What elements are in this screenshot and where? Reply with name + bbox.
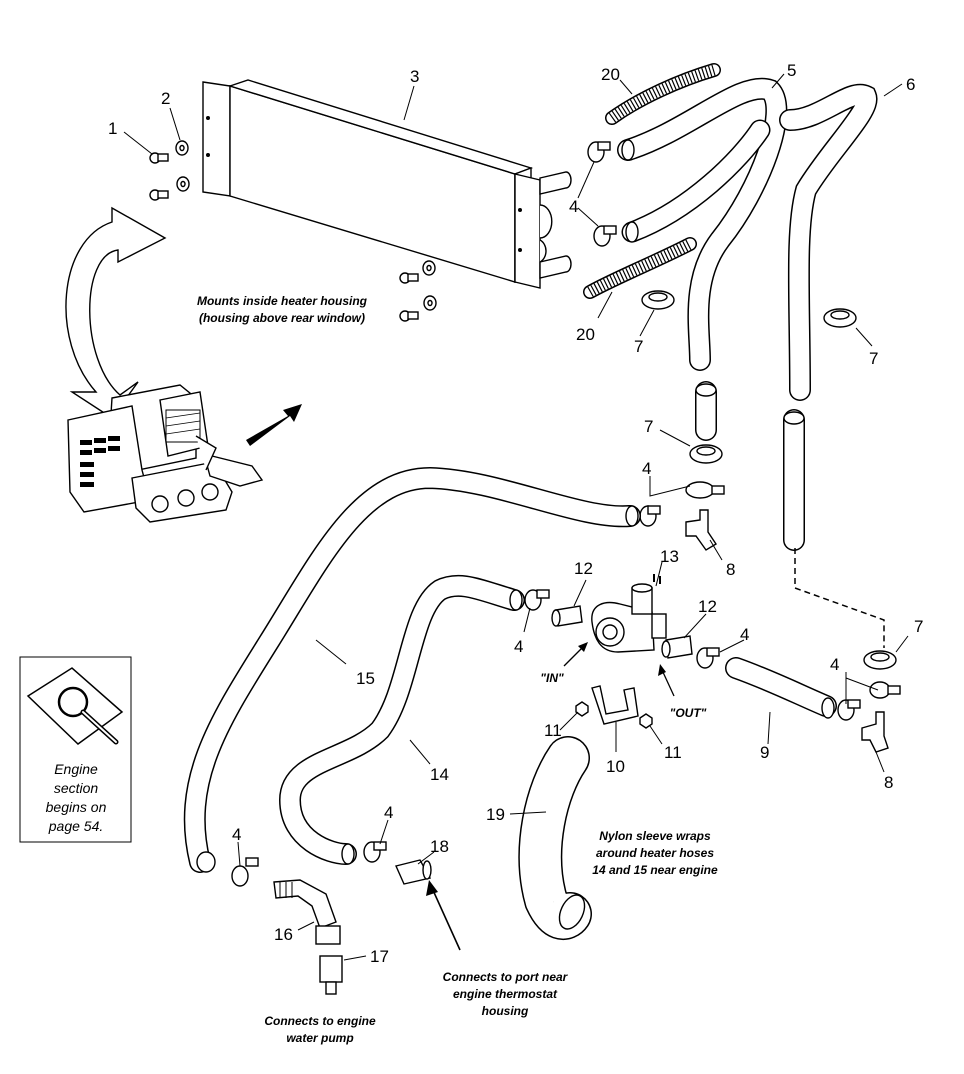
label-4-f: 4 [232,825,241,844]
nylon-note-line2: around heater hoses [596,846,714,860]
label-11-a: 11 [544,721,562,740]
nylon-note-line1: Nylon sleeve wraps [599,829,711,843]
magnifier-document-icon [26,667,124,745]
label-17: 17 [370,947,389,966]
label-3: 3 [410,67,419,86]
callout-line1: Engine [54,761,98,777]
label-4-b: 4 [642,459,651,478]
flow-arrows [426,642,675,951]
out-label: "OUT" [670,706,707,720]
curved-fitting [273,879,341,945]
hose-14 [278,574,525,865]
hose-clamps [231,141,901,887]
thermostat-note-line3: housing [482,1004,529,1018]
callout-line3: begins on [46,799,107,815]
compact-track-loader-illustration [67,384,264,523]
label-5: 5 [787,61,796,80]
in-label: "IN" [540,671,564,685]
label-18: 18 [430,837,449,856]
label-8-b: 8 [884,773,893,792]
adapter-fittings [551,605,693,659]
label-15: 15 [356,669,375,688]
straight-fitting [319,955,343,995]
callout-line4: page 54. [48,818,104,834]
label-14: 14 [430,765,449,784]
engine-section-callout[interactable]: Engine section begins on page 54. [19,656,132,843]
label-11-b: 11 [664,743,682,762]
location-arrow [65,206,167,419]
elbow-fittings [685,509,889,753]
label-6: 6 [906,75,915,94]
pump-note-line1: Connects to engine [264,1014,376,1028]
thermostat-note-line1: Connects to port near [443,970,569,984]
hose-5-lower-segment [695,381,717,441]
hose-5 [617,77,788,371]
label-4-a: 4 [569,197,578,216]
mounting-washers [175,140,437,311]
nylon-note-line3: 14 and 15 near engine [592,863,718,877]
dashed-route-line [794,548,885,648]
mounts-note-line2: (housing above rear window) [199,311,365,325]
barbed-fitting [395,859,432,885]
label-8-a: 8 [726,560,735,579]
leader-lines [123,73,909,961]
corrugated-hose-upper [605,63,721,125]
callout-line2: section [54,780,99,796]
label-12-a: 12 [574,559,593,578]
label-7-b: 7 [869,349,878,368]
hose-9 [725,657,837,719]
mounting-screws [149,152,419,322]
grommets [641,290,897,670]
mounts-note-line1: Mounts inside heater housing [197,294,368,308]
label-12-b: 12 [698,597,717,616]
label-4-g: 4 [384,803,393,822]
control-valve [591,574,667,653]
nylon-sleeve [518,736,592,940]
label-19: 19 [486,805,505,824]
label-9: 9 [760,743,769,762]
label-7-a: 7 [634,337,643,356]
hex-nuts [575,701,653,729]
label-1: 1 [108,119,117,138]
label-4-c: 4 [514,637,523,656]
heater-core [202,79,572,289]
annotation-notes: Mounts inside heater housing (housing ab… [197,294,718,1045]
label-4-e: 4 [830,655,839,674]
direction-arrow [246,404,302,446]
label-7-c: 7 [644,417,653,436]
label-2: 2 [161,89,170,108]
label-16: 16 [274,925,293,944]
label-10: 10 [606,757,625,776]
label-13: 13 [660,547,679,566]
pump-note-line2: water pump [286,1031,353,1045]
label-4-d: 4 [740,625,749,644]
corrugated-hose-lower [583,237,697,299]
hose-6 [779,83,878,551]
mounting-bracket [591,685,639,725]
part-number-labels: 1 2 3 20 5 6 4 20 7 7 7 4 8 13 12 4 12 4… [108,61,923,966]
label-20-lower: 20 [576,325,595,344]
hose-15 [183,466,641,873]
label-7-d: 7 [914,617,923,636]
thermostat-note-line2: engine thermostat [453,987,558,1001]
label-20-upper: 20 [601,65,620,84]
